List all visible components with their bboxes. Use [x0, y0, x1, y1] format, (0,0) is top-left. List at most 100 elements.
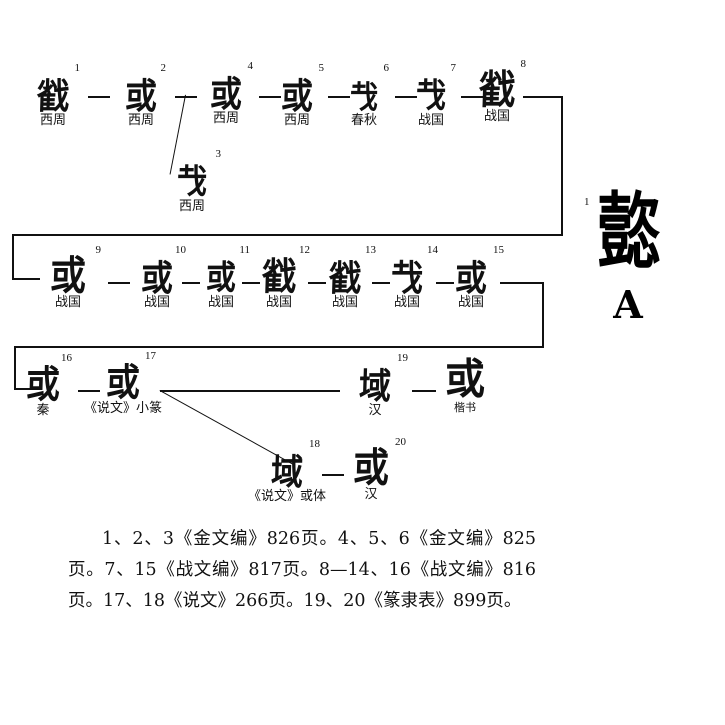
era-label-17: 《说文》小篆	[83, 401, 162, 416]
wrap-bottom-1	[12, 234, 563, 236]
connector-11-12	[242, 282, 260, 284]
glyph-index-12: 12	[299, 244, 310, 256]
era-label-3: 西周	[178, 199, 205, 214]
connector-6-7	[395, 96, 417, 98]
glyph-box: 𢦏 7	[396, 62, 466, 117]
connector-19-20-top	[412, 390, 436, 392]
glyph-index-7: 7	[450, 62, 457, 74]
glyph-index-18: 18	[309, 438, 320, 450]
glyph-box: 𢦏 3	[157, 148, 227, 203]
glyph-index-11: 11	[239, 244, 250, 256]
glyph-box: 𢦏 6	[329, 62, 399, 116]
glyph-12: 𢧵	[261, 254, 297, 300]
glyph-index-13: 13	[365, 244, 376, 256]
connector-5-6	[328, 96, 350, 98]
era-label-18: 《说文》或体	[247, 489, 326, 504]
era-label-8: 战国	[483, 109, 510, 124]
glyph-box: 或 5	[262, 62, 332, 118]
glyph-item-7: 𢦏 7 战国	[396, 62, 466, 128]
connector-2-4	[175, 96, 197, 98]
glyph-18: 域	[270, 450, 304, 494]
wrap-left-1	[12, 234, 14, 280]
headword-block: 1 㦤 A	[578, 190, 678, 327]
glyph-2: 或	[124, 74, 158, 118]
glyph-item-18: 域 18 《说文》或体	[248, 438, 326, 504]
glyph-box: 或 15	[436, 244, 506, 300]
glyph-17: 或	[105, 360, 141, 406]
era-label-16: 秦	[36, 403, 50, 418]
era-label-4: 西周	[212, 111, 239, 126]
glyph-box: 或 17	[88, 350, 158, 406]
glyph-19: 域	[358, 364, 392, 408]
wrap-right-2	[542, 282, 544, 348]
glyph-13: 𢧵	[328, 256, 362, 300]
headword-seal-glyph: 㦤	[597, 182, 660, 280]
glyph-item-14: 𢦏 14 战国	[372, 244, 442, 310]
era-label-10: 战国	[143, 295, 170, 310]
glyph-item-3: 𢦏 3 西周	[157, 148, 227, 214]
source-footnote: 1、2、3《金文编》826页。4、5、6《金文编》825页。7、15《战文编》8…	[68, 529, 536, 611]
glyph-8: 𢧵	[478, 66, 516, 114]
glyph-index-14: 14	[427, 244, 438, 256]
glyph-box: 域 18	[252, 438, 322, 494]
era-label-20-kaishu: 楷书	[454, 401, 476, 414]
glyph-index-15: 15	[493, 244, 504, 256]
glyph-20-kaishu: 或	[445, 354, 485, 405]
headword-letter: A	[613, 282, 643, 327]
glyph-index-4: 4	[247, 60, 254, 72]
glyph-index-5: 5	[318, 62, 325, 74]
glyph-box: 或 2	[106, 62, 176, 118]
glyph-9: 或	[49, 252, 87, 300]
glyph-item-5: 或 5 西周	[262, 62, 332, 128]
glyph-item-19: 域 19 汉	[340, 353, 410, 418]
glyph-5: 或	[280, 74, 314, 118]
glyph-item-15: 或 15 战国	[436, 244, 506, 310]
connector-4-5	[259, 96, 281, 98]
glyph-box: 或 11	[186, 244, 256, 299]
glyph-10: 或	[140, 256, 174, 300]
connector-13-14	[372, 282, 390, 284]
glyph-7: 𢦏	[415, 76, 447, 117]
glyph-box: 或 10	[122, 245, 192, 300]
glyph-box: 或	[430, 354, 500, 400]
glyph-16: 或	[25, 362, 61, 408]
era-label-2: 西周	[127, 113, 154, 128]
glyph-box: 𢧵 12	[244, 244, 314, 300]
wrap-left-2	[14, 346, 16, 390]
glyph-20: 或	[352, 444, 390, 492]
glyph-box: 域 19	[340, 353, 410, 408]
era-label-14: 战国	[393, 295, 420, 310]
glyph-11: 或	[205, 258, 237, 299]
era-label-9: 战国	[54, 295, 81, 310]
glyph-box: 𢧵 8	[462, 59, 532, 114]
glyph-box: 或 20	[336, 436, 406, 492]
glyph-item-16: 或 16 秦	[8, 353, 78, 418]
wrap-top-2	[500, 282, 544, 284]
glyph-14: 𢦏	[390, 256, 424, 300]
wrap-top-1	[523, 96, 563, 98]
glyph-6: 𢦏	[349, 78, 379, 116]
glyph-item-4: 或 4 西周	[191, 60, 261, 126]
connector-10-11	[182, 282, 200, 284]
glyph-index-2: 2	[160, 62, 167, 74]
glyph-index-17: 17	[145, 350, 156, 362]
glyph-box: 或 9	[33, 245, 103, 300]
glyph-item-17: 或 17 《说文》小篆	[84, 350, 162, 416]
glyph-box: 或 16	[8, 353, 78, 408]
glyph-item-11: 或 11 战国	[186, 244, 256, 310]
connector-17-19	[160, 390, 340, 392]
glyph-item-1: 𢧵 1 西周	[18, 63, 88, 128]
glyph-index-6: 6	[383, 62, 390, 74]
glyph-index-3: 3	[215, 148, 222, 160]
glyph-3: 𢦏	[176, 162, 208, 203]
glyph-box: 或 4	[191, 60, 261, 116]
glyph-box: 𢦏 14	[372, 244, 442, 300]
glyph-item-13: 𢧵 13 战国	[310, 244, 380, 310]
glyph-item-20-kaishu: 或 楷书	[430, 354, 500, 414]
glyph-item-20: 或 20 汉	[336, 436, 406, 502]
glyph-index-20: 20	[395, 436, 406, 448]
era-label-7: 战国	[417, 113, 444, 128]
connector-1-2	[88, 96, 110, 98]
glyph-item-12: 𢧵 12 战国	[244, 244, 314, 310]
